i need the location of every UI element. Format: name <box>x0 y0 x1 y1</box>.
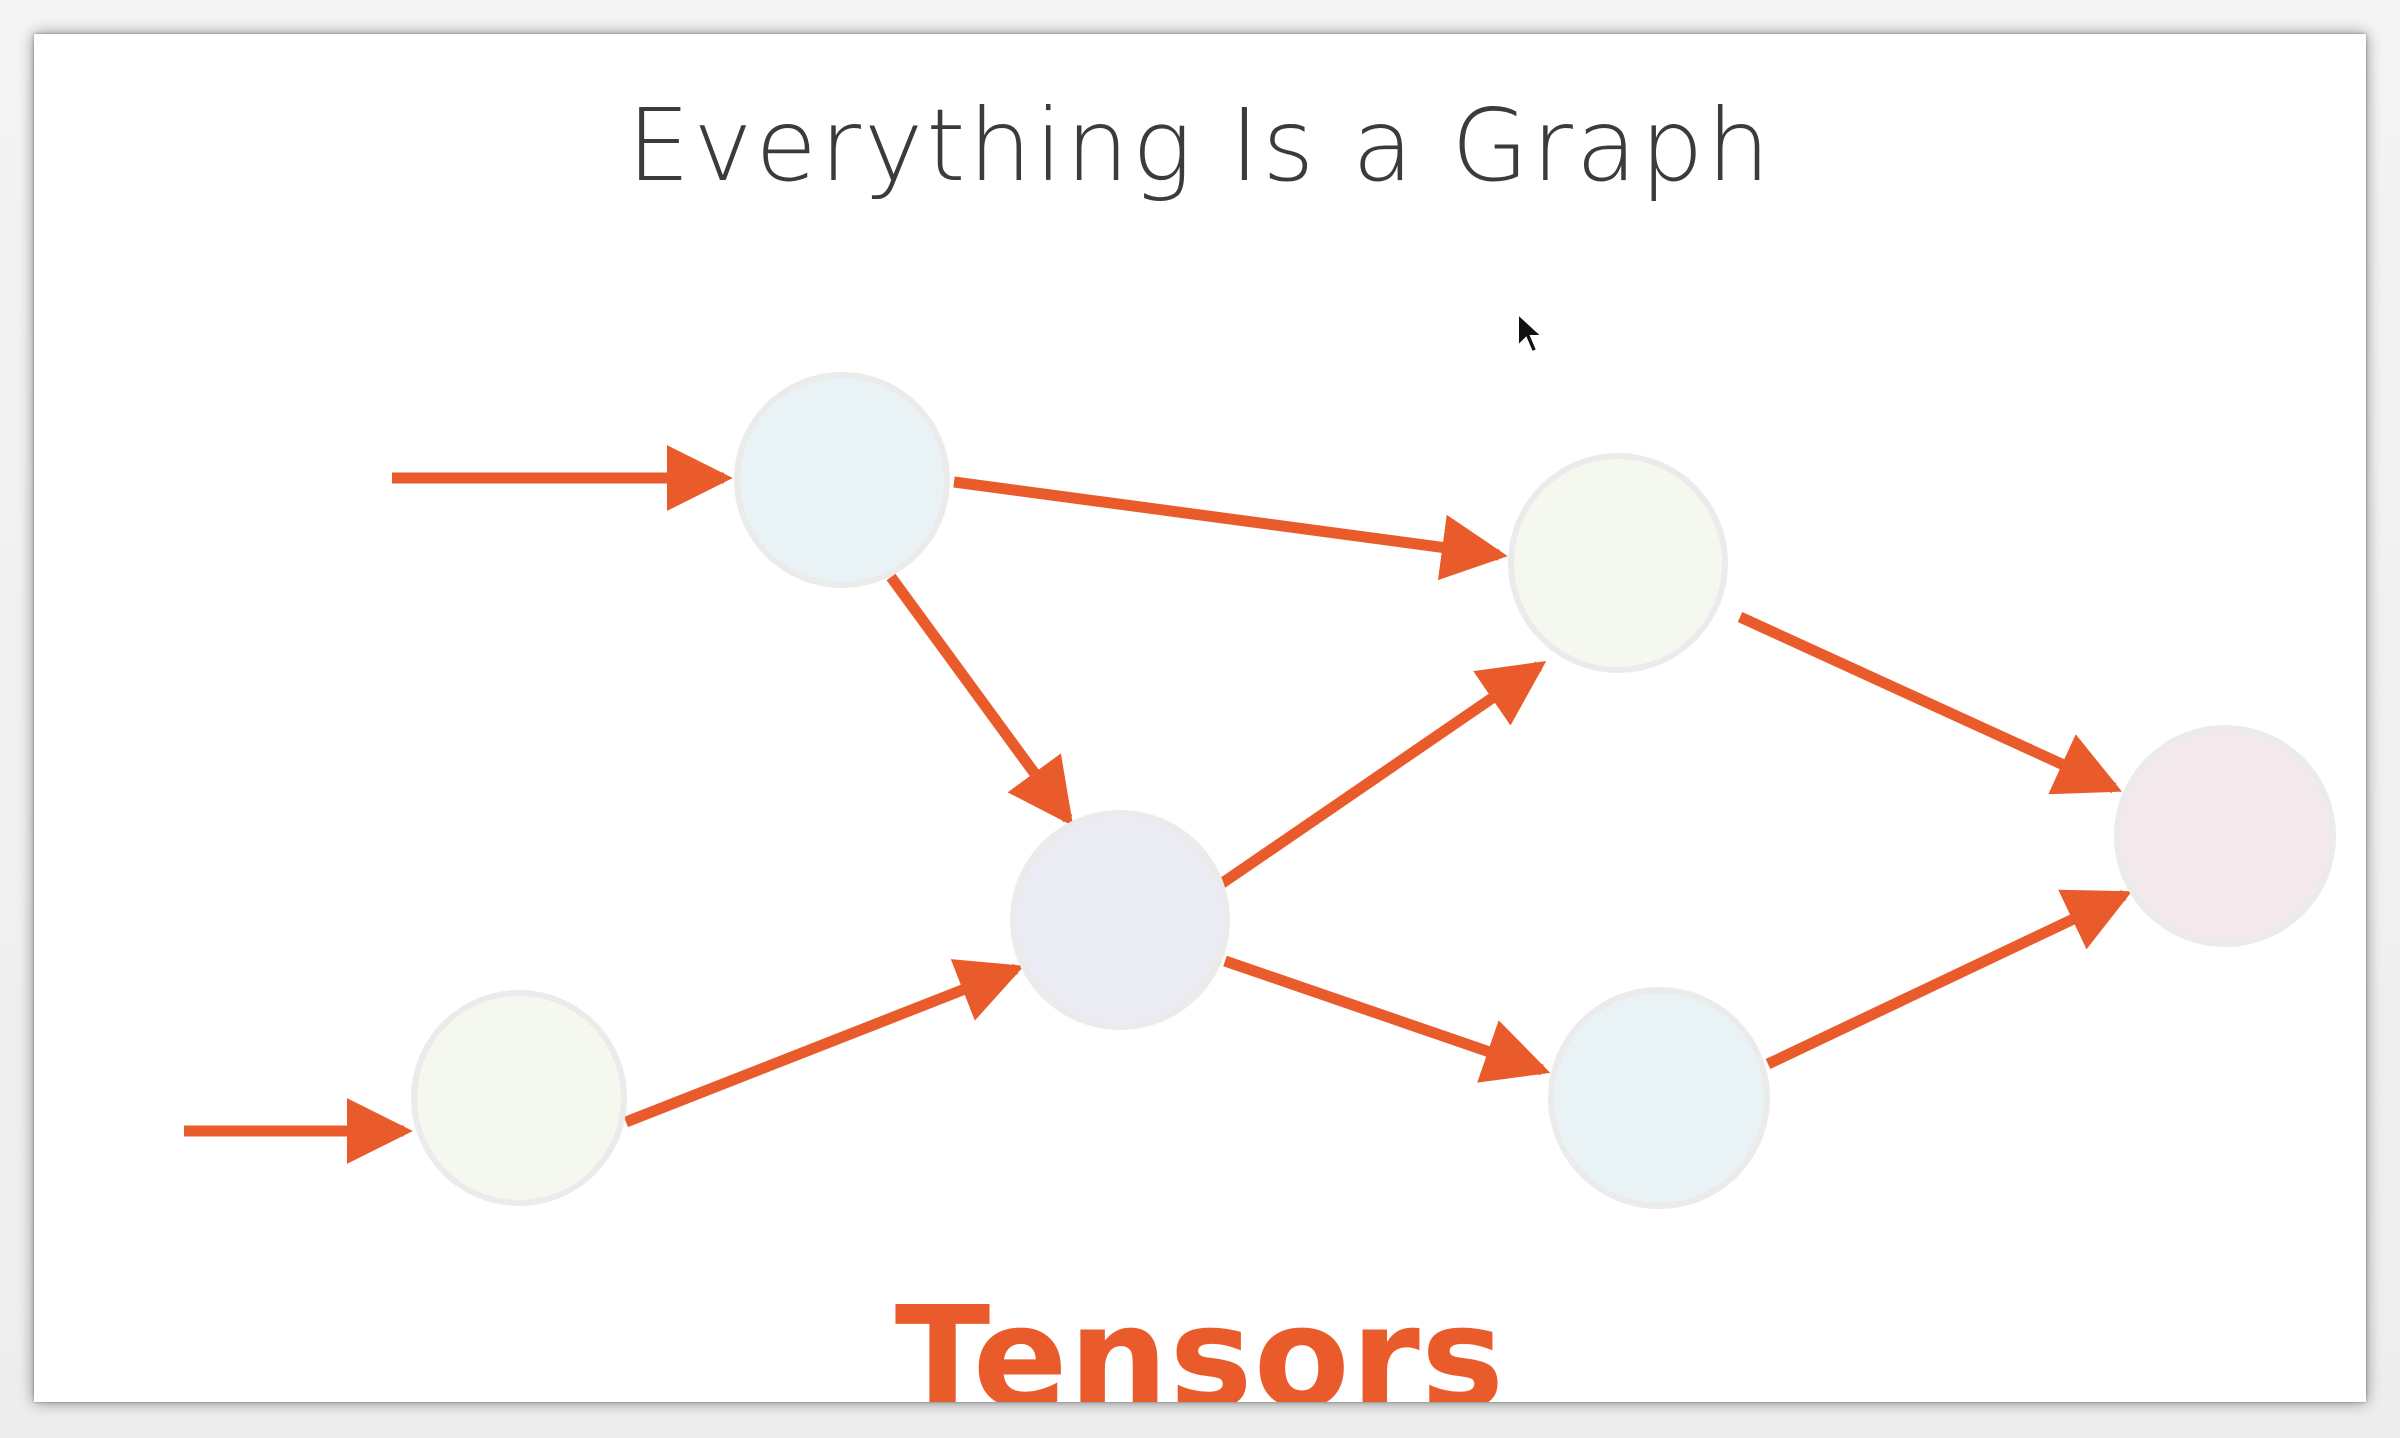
graph-node-n1 <box>734 372 950 588</box>
slide-title: Everything Is a Graph <box>627 87 1773 204</box>
edge-n4-to-n6 <box>1737 611 2123 795</box>
edges-layer <box>184 445 2132 1164</box>
edge-n3-to-n4 <box>1217 661 1547 889</box>
graph-node-n4 <box>1508 453 1728 673</box>
edge-n2-to-n3 <box>623 959 1025 1128</box>
graph-node-n3 <box>1010 810 1230 1030</box>
nodes-layer <box>411 372 2336 1209</box>
edge-n1-to-n4 <box>953 476 1508 581</box>
presentation-slide: Everything Is a Graph <box>34 34 2366 1402</box>
edge-n1-to-n3 <box>886 573 1074 827</box>
graph-diagram <box>184 372 2336 1209</box>
graph-node-n5 <box>1548 987 1770 1209</box>
graph-node-n6 <box>2114 725 2336 947</box>
tensors-caption: Tensors <box>894 1277 1506 1403</box>
edge-n5-to-n6 <box>1765 889 2132 1069</box>
edge-n3-to-n5 <box>1223 955 1551 1083</box>
graph-node-n2 <box>411 990 627 1206</box>
mouse-pointer-icon <box>1517 312 1545 354</box>
